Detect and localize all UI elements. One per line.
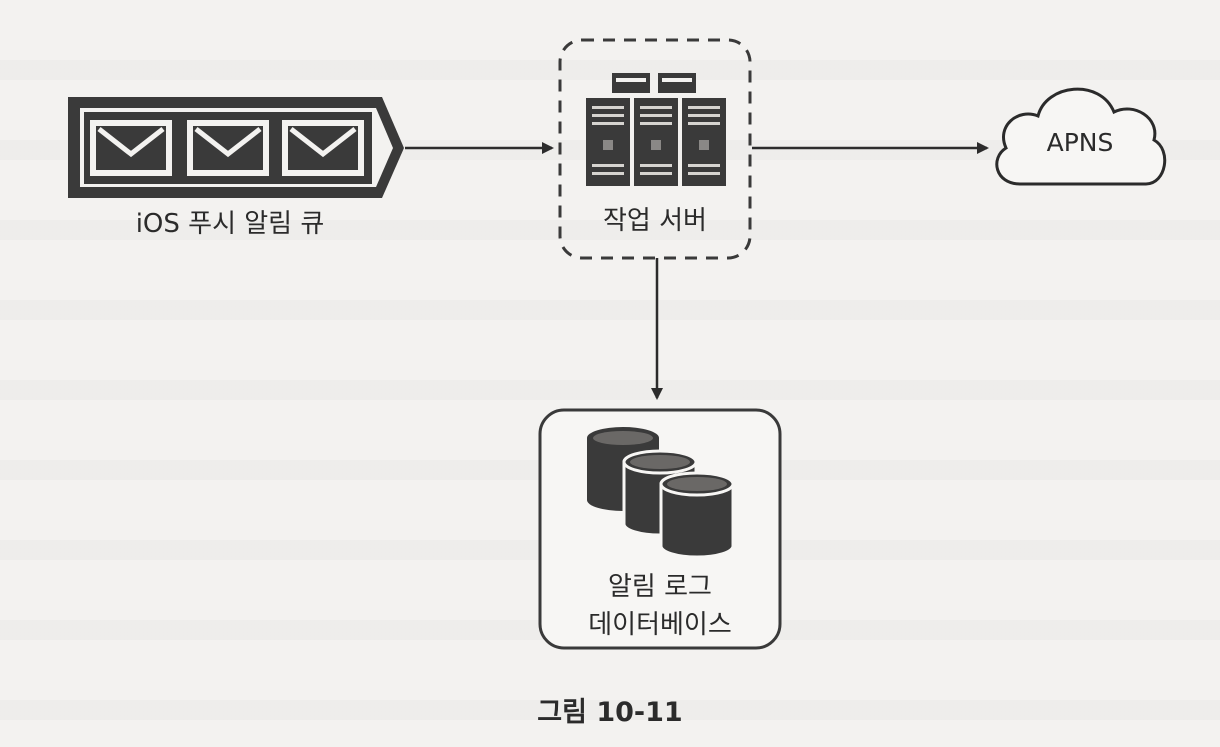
- envelope-icon: [282, 120, 364, 176]
- database-stack-icon: [587, 427, 735, 559]
- database-label-line1: 알림 로그: [608, 572, 712, 602]
- worker-server-box: [558, 38, 752, 260]
- envelope-queue-icon: [68, 97, 404, 198]
- envelope-icon: [187, 120, 269, 176]
- figure-caption: 그림 10-11: [537, 697, 683, 728]
- queue-label: iOS 푸시 알림 큐: [135, 209, 325, 239]
- apns-label: APNS: [1046, 128, 1114, 157]
- envelope-icon: [90, 120, 172, 176]
- server-rack-icon: [586, 73, 726, 186]
- database-cylinder-icon: [659, 471, 735, 559]
- database-label-line2: 데이터베이스: [588, 610, 732, 640]
- cloud-icon: [995, 87, 1167, 186]
- worker-server-label: 작업 서버: [603, 206, 707, 236]
